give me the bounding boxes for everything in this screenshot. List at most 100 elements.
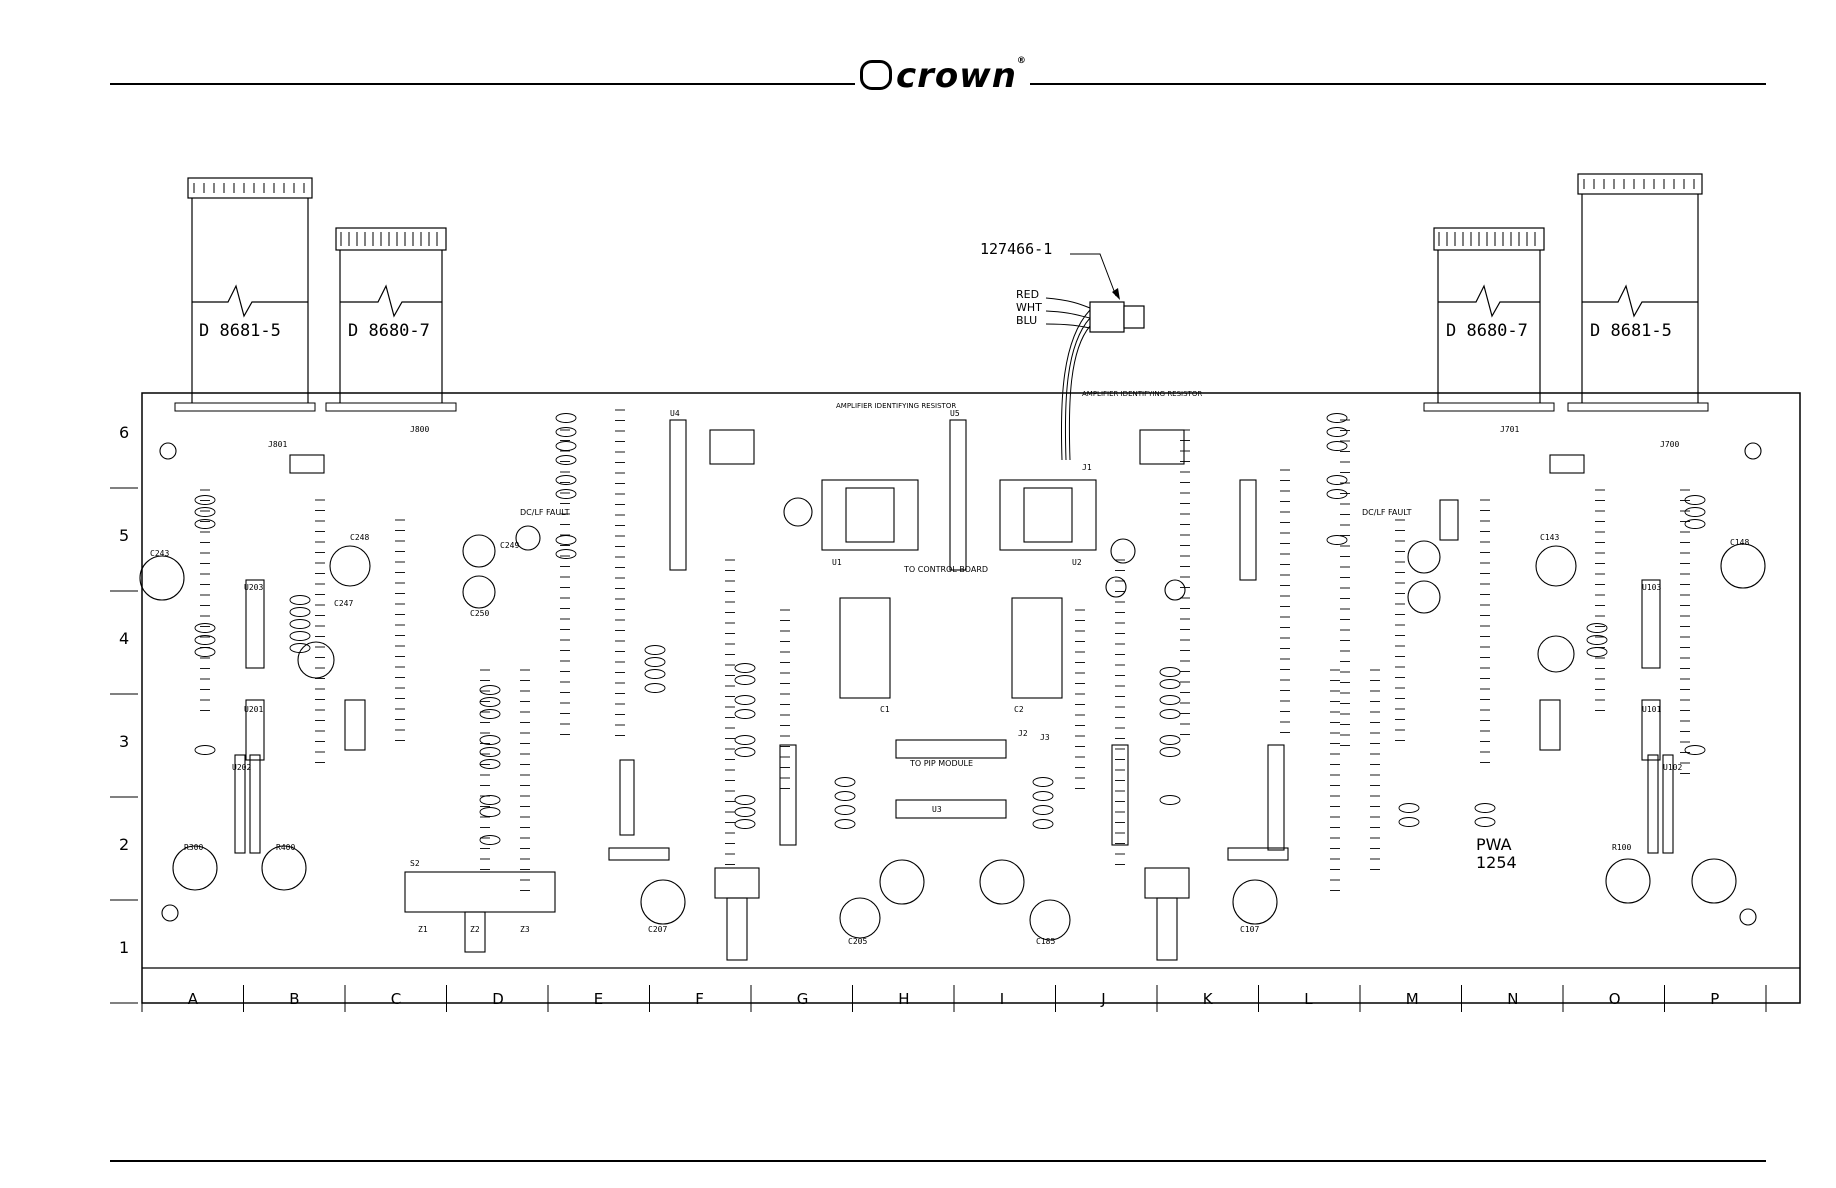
label-c107: C107 xyxy=(1240,925,1259,934)
label-c248: C248 xyxy=(350,533,369,542)
cable-1-label: D 8681-5 xyxy=(199,321,281,341)
silkscreen-component xyxy=(734,819,756,829)
silkscreen-component xyxy=(555,549,577,559)
label-r100: R100 xyxy=(1612,843,1631,852)
label-u203: U203 xyxy=(244,583,263,592)
silkscreen-component xyxy=(1159,709,1181,719)
amp-id-resistor-right: AMPLIFIER IDENTIFYING RESISTOR xyxy=(1082,390,1202,398)
silkscreen-component xyxy=(1586,635,1608,645)
cable-2-label: D 8680-7 xyxy=(348,321,430,341)
silkscreen-component xyxy=(1159,735,1181,745)
silkscreen-component xyxy=(479,697,501,707)
silkscreen-component xyxy=(734,807,756,817)
silkscreen-component xyxy=(1032,805,1054,815)
column-label-j: J xyxy=(1100,990,1105,1008)
silkscreen-component xyxy=(1326,489,1348,499)
silkscreen-component xyxy=(289,631,311,641)
label-r400: R400 xyxy=(276,843,295,852)
label-u2: U2 xyxy=(1072,558,1082,567)
silkscreen-component xyxy=(555,455,577,465)
column-ticks xyxy=(141,985,1767,1012)
silkscreen-component xyxy=(1684,745,1706,755)
silkscreen-component xyxy=(555,535,577,545)
silkscreen-component xyxy=(734,747,756,757)
silkscreen-component xyxy=(1326,413,1348,423)
silkscreen-component xyxy=(289,619,311,629)
connector-j701: J701 xyxy=(1500,425,1519,434)
silkscreen-component xyxy=(1032,791,1054,801)
silkscreen-component xyxy=(1474,817,1496,827)
column-label-c: C xyxy=(391,990,401,1008)
label-c143: C143 xyxy=(1540,533,1559,542)
component-labels: U203 U201 U202 U101 U102 U103 U1 U2 U3 U… xyxy=(150,409,1749,946)
connector-j801: J801 xyxy=(268,440,287,449)
silkscreen-component xyxy=(479,747,501,757)
silkscreen-component xyxy=(1159,795,1181,805)
board-text: PWA 1254 TO CONTROL BOARD TO PIP MODULE … xyxy=(520,390,1517,872)
silkscreen-component xyxy=(1326,441,1348,451)
label-j3: J3 xyxy=(1040,733,1050,742)
connector-labels: J801 J800 J701 J700 xyxy=(268,425,1679,449)
silkscreen-component xyxy=(194,623,216,633)
label-j1: J1 xyxy=(1082,463,1092,472)
connector-j800: J800 xyxy=(410,425,429,434)
wire-blu-label: BLU xyxy=(1016,314,1037,327)
silkscreen-component xyxy=(479,709,501,719)
silkscreen-component xyxy=(289,643,311,653)
label-u1: U1 xyxy=(832,558,842,567)
silkscreen-component xyxy=(644,669,666,679)
cable-4-label: D 8681-5 xyxy=(1590,321,1672,341)
silkscreen-component xyxy=(555,441,577,451)
column-label-k: K xyxy=(1203,990,1214,1008)
silkscreen-component xyxy=(834,805,856,815)
row-label-2: 2 xyxy=(119,835,129,854)
silkscreen-component xyxy=(194,495,216,505)
registered-mark: ® xyxy=(1016,56,1027,66)
row-label-1: 1 xyxy=(119,938,129,957)
silkscreen-component xyxy=(644,645,666,655)
column-label-g: G xyxy=(797,990,809,1008)
silkscreen-component xyxy=(734,675,756,685)
wire-wht-label: WHT xyxy=(1016,301,1042,314)
column-label-o: O xyxy=(1609,990,1621,1008)
label-r300: R300 xyxy=(184,843,203,852)
silkscreen-component xyxy=(1159,679,1181,689)
silkscreen-component xyxy=(194,635,216,645)
column-label-m: M xyxy=(1406,990,1419,1008)
label-u202: U202 xyxy=(232,763,251,772)
silkscreen-component xyxy=(555,475,577,485)
column-label-d: D xyxy=(492,990,504,1008)
amp-id-resistor-left: AMPLIFIER IDENTIFYING RESISTOR xyxy=(836,402,956,410)
silkscreen-component xyxy=(1032,777,1054,787)
silkscreen-component xyxy=(734,695,756,705)
header-rule-right xyxy=(1030,83,1766,85)
part-number: 127466-1 xyxy=(980,240,1052,258)
silkscreen-component xyxy=(194,507,216,517)
label-c243: C243 xyxy=(150,549,169,558)
cable-1-assembly: D 8681-5 xyxy=(174,177,316,412)
label-s2: S2 xyxy=(410,859,420,868)
silkscreen-component xyxy=(1326,427,1348,437)
column-label-l: L xyxy=(1304,990,1313,1008)
label-c148: C148 xyxy=(1730,538,1749,547)
label-c205: C205 xyxy=(848,937,867,946)
crown-icon xyxy=(860,59,892,90)
silkscreen-component xyxy=(479,685,501,695)
to-pip-module-label: TO PIP MODULE xyxy=(909,759,973,768)
label-j2: J2 xyxy=(1018,729,1028,738)
label-z1: Z1 xyxy=(418,925,428,934)
column-label-n: N xyxy=(1507,990,1518,1008)
column-label-e: E xyxy=(594,990,603,1008)
silkscreen-component xyxy=(834,777,856,787)
silkscreen-component xyxy=(1032,819,1054,829)
silkscreen-component xyxy=(1159,747,1181,757)
silkscreen-component xyxy=(1159,667,1181,677)
silkscreen-component xyxy=(1326,535,1348,545)
board-outline xyxy=(141,392,1801,1004)
label-c250: C250 xyxy=(470,609,489,618)
silkscreen-component xyxy=(1398,817,1420,827)
header-rule-left xyxy=(110,83,855,85)
column-label-h: H xyxy=(898,990,909,1008)
to-control-board-label: TO CONTROL BOARD xyxy=(903,565,988,574)
